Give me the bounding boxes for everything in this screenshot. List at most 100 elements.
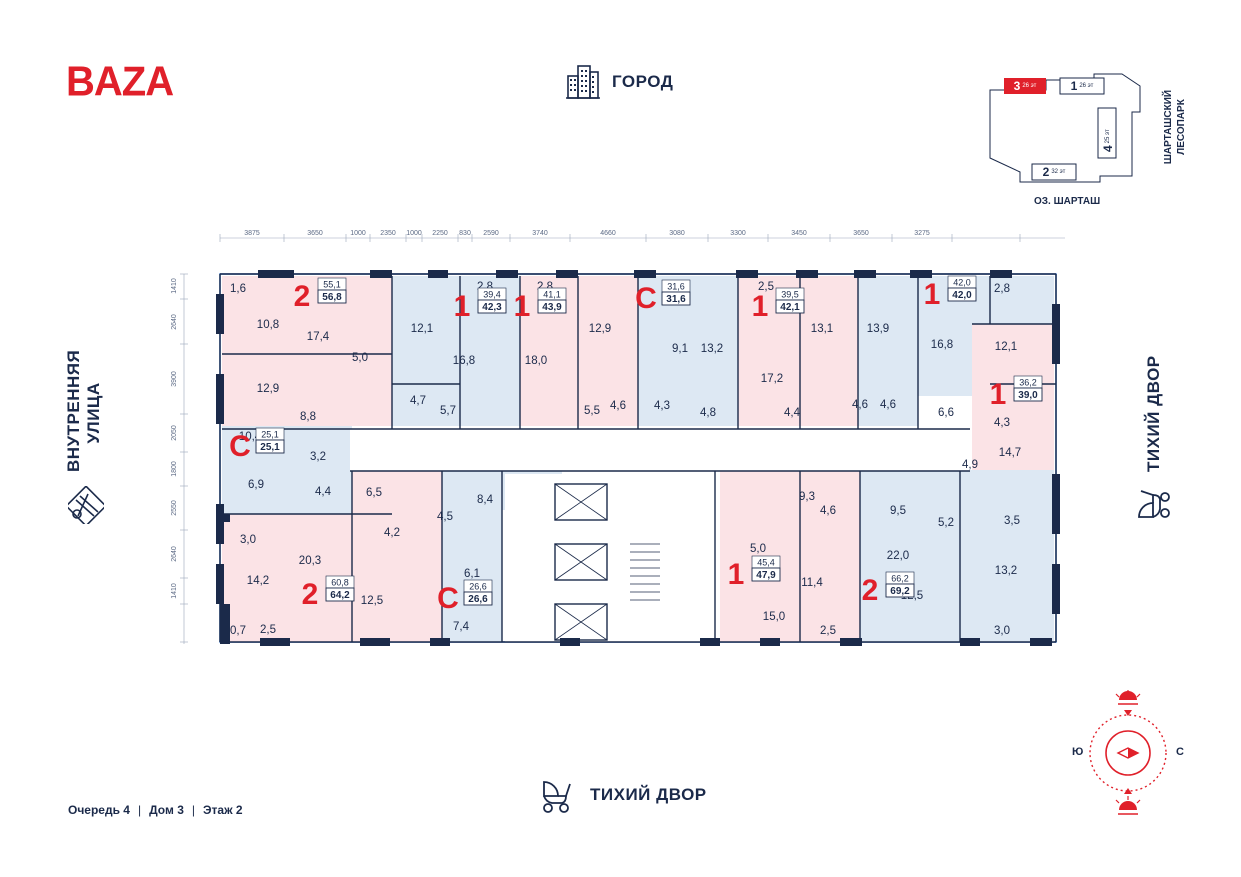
room-area: 13,2 (701, 343, 723, 355)
wall-block (556, 270, 578, 278)
keymap-building-active[interactable]: 3 26 эт (1013, 79, 1037, 93)
wall-block (736, 270, 758, 278)
footer-floor: Этаж 2 (203, 803, 243, 817)
elevator-shaft (554, 543, 608, 581)
area-box (885, 583, 915, 598)
apartment-fill (222, 276, 392, 426)
apartment-type: С (229, 430, 251, 463)
room-area: 6,6 (938, 407, 954, 419)
wall-block (258, 270, 294, 278)
wall-block (796, 270, 818, 278)
area-box (255, 439, 285, 454)
room-area: 4,7 (410, 395, 426, 407)
area-box (537, 299, 567, 314)
dimension-value: 4660 (600, 230, 616, 237)
compass: Ю С (1072, 690, 1188, 816)
footer-queue: Очередь 4 (68, 803, 130, 817)
room-area: 20,3 (299, 555, 321, 567)
area-total: 31,6 (666, 294, 686, 305)
room-area: 14,2 (247, 575, 269, 587)
area-living: 55,1 (323, 280, 341, 290)
wall-block (854, 270, 876, 278)
room-area: 16,8 (453, 355, 475, 367)
area-box (1013, 387, 1043, 402)
keymap-building[interactable]: 1 26 эт (1070, 79, 1094, 93)
dimension-value: 2590 (483, 230, 499, 237)
room-area: 9,3 (799, 491, 815, 503)
room-area: 4,6 (820, 505, 836, 517)
keymap-park-label: ШАРТАШСКИЙ ЛЕСОПАРК (1163, 89, 1187, 165)
room-area: 7,4 (453, 621, 470, 633)
room-area: 0,7 (230, 625, 246, 637)
room-area: 3,2 (310, 451, 326, 463)
wall-block (910, 270, 932, 278)
area-total: 39,0 (1018, 390, 1038, 401)
compass-north-label: С (1176, 746, 1184, 758)
elevator-shaft (554, 483, 608, 521)
keymap-building[interactable]: 2 32 эт (1042, 165, 1066, 179)
room-area: 3,5 (1004, 515, 1020, 527)
dimension-value: 2050 (171, 425, 178, 441)
apartment-fill (222, 426, 352, 514)
wall-block (216, 374, 224, 424)
dimension-value: 3740 (532, 230, 548, 237)
dimension-value: 3650 (853, 230, 869, 237)
wall-block (216, 294, 224, 334)
room-area: 4,8 (700, 407, 716, 419)
wall-block (260, 638, 290, 646)
bottom-direction-label: ТИХИЙ ДВОР (590, 785, 707, 804)
room-area: 22,0 (887, 550, 909, 562)
wall-block (428, 270, 448, 278)
room-area: 15,0 (763, 611, 785, 623)
area-box (947, 287, 977, 302)
room-area: 13,1 (811, 323, 833, 335)
room-area: 4,6 (852, 399, 868, 411)
apartment-type: 1 (924, 278, 941, 311)
area-box (477, 299, 507, 314)
apartment-fill (352, 470, 442, 642)
wall-block (430, 638, 450, 646)
dimension-value: 1410 (171, 278, 178, 294)
apartment-type: С (635, 282, 657, 315)
area-living: 39,5 (781, 290, 799, 300)
wall-block (220, 514, 230, 522)
apartment-type: 2 (302, 578, 319, 611)
room-area: 2,5 (260, 624, 276, 636)
dimension-value: 3300 (730, 230, 746, 237)
area-living: 60,8 (331, 578, 349, 588)
apartment-type: 1 (454, 290, 471, 323)
elevator-shaft (554, 603, 608, 641)
wall-block (560, 638, 580, 646)
apartment-type: 1 (990, 378, 1007, 411)
footer-breadcrumb: Очередь 4|Дом 3|Этаж 2 (68, 803, 243, 817)
dimension-value: 2550 (171, 500, 178, 516)
right-direction-label: ТИХИЙ ДВОР (1144, 355, 1163, 472)
wall-block (216, 504, 224, 544)
area-total: 43,9 (542, 302, 562, 313)
room-area: 17,4 (307, 331, 330, 343)
room-area: 14,7 (999, 447, 1021, 459)
area-total: 56,8 (322, 292, 342, 303)
dimension-value: 830 (459, 230, 471, 237)
dimension-value: 3875 (244, 230, 260, 237)
site-keymap: 3 26 эт 1 26 эт 4 25 эт 2 32 эт ШАРТАШСК… (982, 68, 1187, 208)
keymap-building[interactable]: 4 25 эт (1101, 129, 1115, 152)
dimension-value: 1800 (171, 461, 178, 477)
wall-block (216, 564, 224, 604)
wall-block (990, 270, 1012, 278)
footer-house: Дом 3 (149, 803, 184, 817)
area-total: 69,2 (890, 586, 910, 597)
room-area: 12,9 (589, 323, 611, 335)
room-area: 12,1 (411, 323, 433, 335)
top-direction: ГОРОД (566, 64, 673, 100)
dimension-value: 3900 (171, 371, 178, 387)
apartment-type: 1 (728, 558, 745, 591)
wall-block (700, 638, 720, 646)
room-area: 5,7 (440, 405, 456, 417)
